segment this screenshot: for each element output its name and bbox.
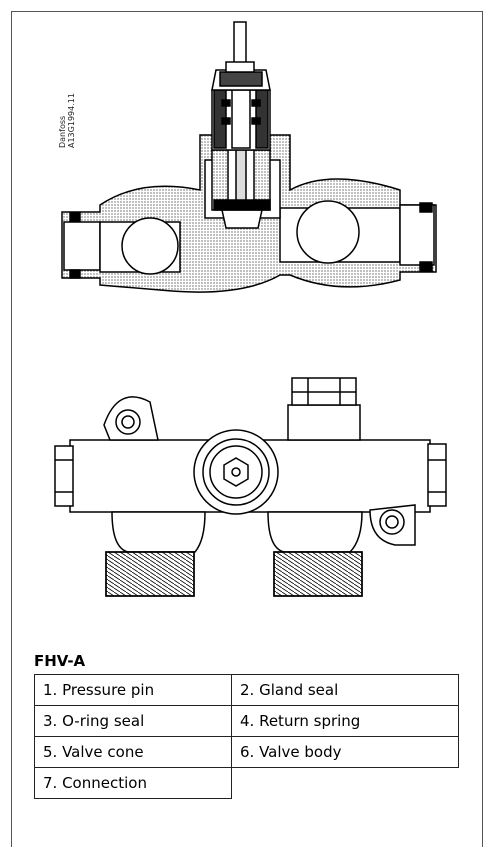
ref-line-1: Danfoss: [58, 115, 67, 148]
part-cell: 2. Gland seal: [231, 674, 459, 706]
external-view: [54, 377, 447, 597]
page-frame: [11, 11, 483, 847]
valve-drawing: [54, 21, 447, 597]
part-cell: 7. Connection: [34, 767, 232, 799]
part-cell: 3. O-ring seal: [34, 705, 232, 737]
table-row: 7. Connection: [34, 767, 459, 799]
part-cell: 1. Pressure pin: [34, 674, 232, 706]
ref-line-2: A13G1994.11: [67, 93, 76, 148]
drawing-reference-code: Danfoss A13G1994.11: [58, 93, 76, 148]
part-cell: 4. Return spring: [231, 705, 459, 737]
part-cell: 5. Valve cone: [34, 736, 232, 768]
table-row: 5. Valve cone 6. Valve body: [34, 736, 459, 768]
table-row: 1. Pressure pin 2. Gland seal: [34, 674, 459, 706]
sectional-view: [61, 21, 437, 293]
empty-cell: [232, 768, 459, 799]
section-title: FHV-A: [34, 652, 86, 670]
table-row: 3. O-ring seal 4. Return spring: [34, 705, 459, 737]
parts-table: 1. Pressure pin 2. Gland seal 3. O-ring …: [34, 674, 459, 799]
part-cell: 6. Valve body: [231, 736, 459, 768]
